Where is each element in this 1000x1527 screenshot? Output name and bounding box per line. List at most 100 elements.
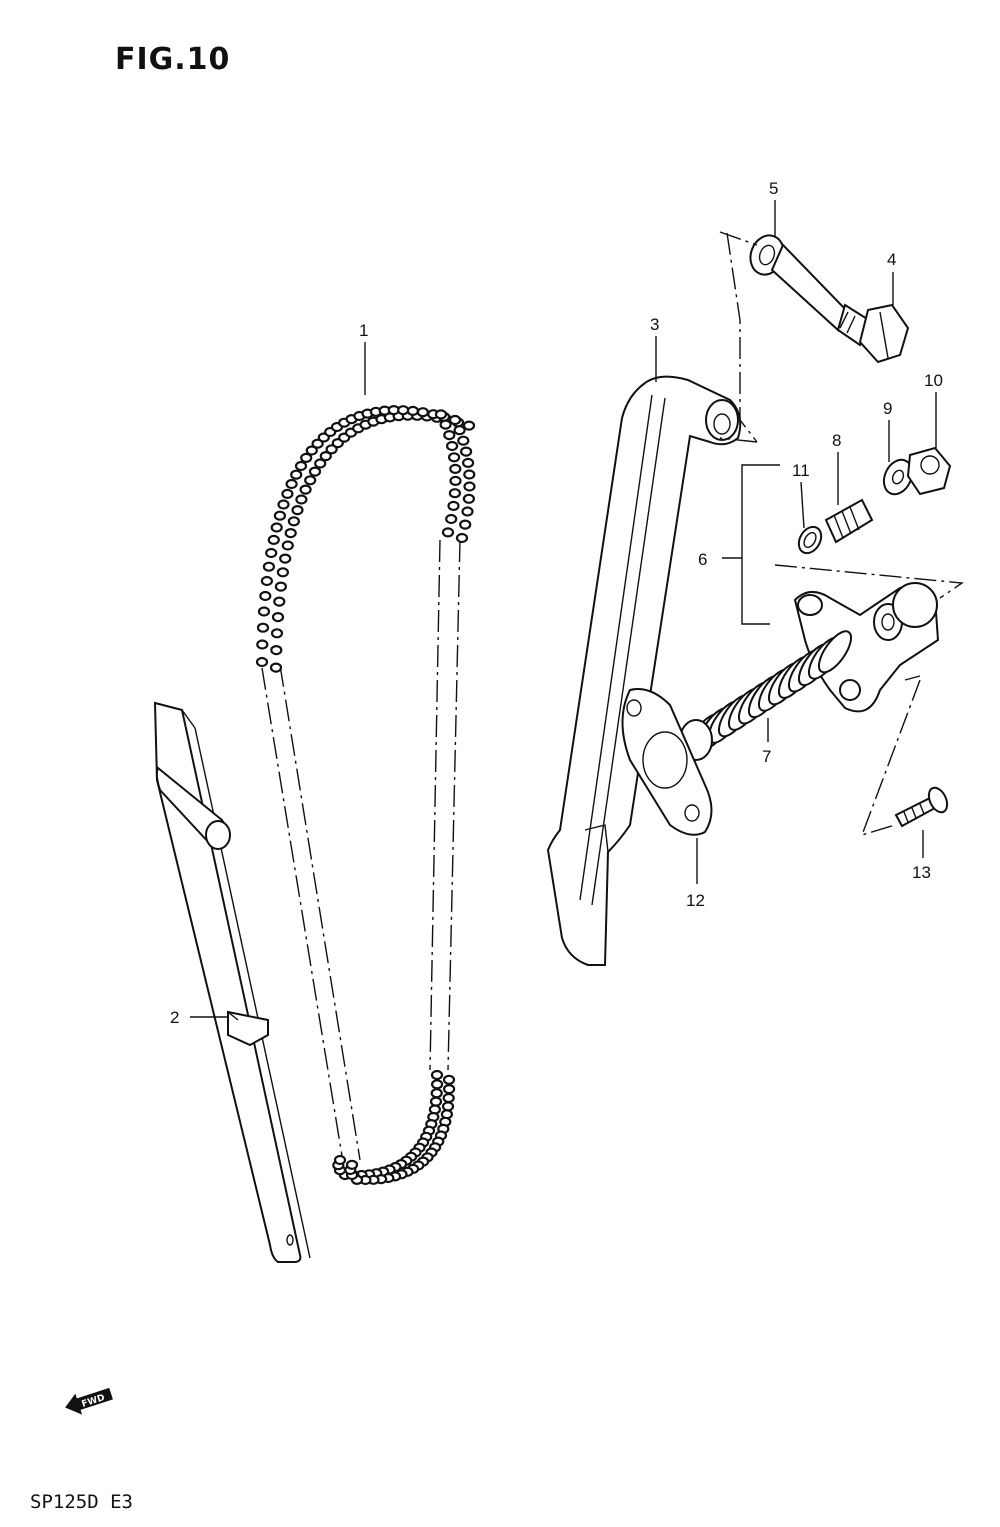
chain-link [443,430,456,441]
chain-link [284,527,297,539]
callouts: 1 2 3 4 5 6 7 8 9 10 11 12 13 [170,179,943,1027]
chain-link [273,596,286,607]
callout-13: 13 [912,863,931,882]
chain-link [295,494,308,505]
chain-link [463,481,476,492]
chain-link [287,516,300,527]
chain-link [446,440,459,452]
fwd-label: FWD [81,1393,106,1410]
small-bolt [894,786,949,828]
chain-link [279,553,292,564]
chain-link [273,510,286,521]
chain-link [285,478,298,490]
chain-link [442,1092,455,1104]
chain-link [255,656,269,668]
spring-coil [817,630,853,674]
forward-arrow-icon: FWD [65,1387,113,1415]
cam-chain [255,405,476,1186]
chain-link [290,469,303,480]
chain-link [269,662,283,673]
chain-link [271,611,285,623]
chain-link [325,444,338,455]
tensioner-arm [546,375,742,966]
callout-6: 6 [698,550,707,569]
chain-link [305,445,318,456]
gasket [621,688,713,836]
chain-link [443,1083,456,1095]
chain-link [429,1096,443,1107]
chain-link [276,567,289,578]
chain-link [448,488,461,499]
chain-link [445,513,458,525]
chain-link [270,628,284,639]
chain-link [319,451,332,462]
chain-link [270,522,283,533]
chain-link [333,1154,347,1166]
model-code: SP125D E3 [30,1491,133,1513]
washer-nut-bolt-ring [797,446,952,555]
chain-link [262,561,275,572]
chain-link [314,458,327,469]
chain-link [441,1101,455,1112]
chain-link [277,499,290,510]
chain-link [434,409,448,420]
chain-link [459,519,472,530]
callout-12: 12 [686,891,705,910]
chain-link [274,581,287,592]
chain-link [265,547,278,559]
callout-9: 9 [883,399,892,418]
chain-link [462,420,476,431]
chain-link [256,639,269,650]
chain-link [345,1159,359,1170]
chain-link [447,500,460,511]
chain-link [462,457,475,468]
chain-link [431,1079,444,1090]
chain-link [294,460,308,472]
callout-8: 8 [832,431,841,450]
chain-link [311,438,324,449]
chain-link [462,493,475,504]
chain-link [442,1074,456,1085]
chain-link [448,414,462,426]
chain-link [457,435,470,446]
chain-guide [153,701,311,1263]
chain-link [449,463,462,474]
bolt-and-washer [749,234,910,364]
chain-link [439,419,452,430]
chain-link [259,590,272,602]
chain-link [406,405,419,416]
chain-link [460,446,473,457]
chain-link [455,532,469,544]
callout-10: 10 [924,371,943,390]
chain-link [441,527,455,538]
callout-11: 11 [792,461,810,480]
chain-link [461,506,474,517]
callout-4: 4 [887,250,896,269]
chain-link [416,407,429,418]
chain-link [304,475,317,486]
chain-link [260,575,273,587]
chain-link [397,405,410,416]
chain-link [453,425,466,436]
callout-1: 1 [359,321,368,340]
chain-link [299,484,312,495]
chain-link [449,475,462,486]
chain-link [308,466,322,477]
callout-2: 2 [170,1008,179,1027]
chain-link [300,452,313,463]
chain-link [257,606,271,617]
callout-3: 3 [650,315,659,334]
chain-link [430,1069,444,1081]
tensioner-assembly [679,582,940,761]
leader-lines [190,200,964,1018]
chain-link [281,488,294,499]
chain-link [291,505,304,516]
figure-title: FIG.10 [115,42,231,77]
chain-link [448,452,461,463]
chain-link [281,540,294,551]
chain-link [256,622,270,633]
chain-link [463,469,476,480]
chain-link [267,534,280,546]
callout-7: 7 [762,747,771,766]
